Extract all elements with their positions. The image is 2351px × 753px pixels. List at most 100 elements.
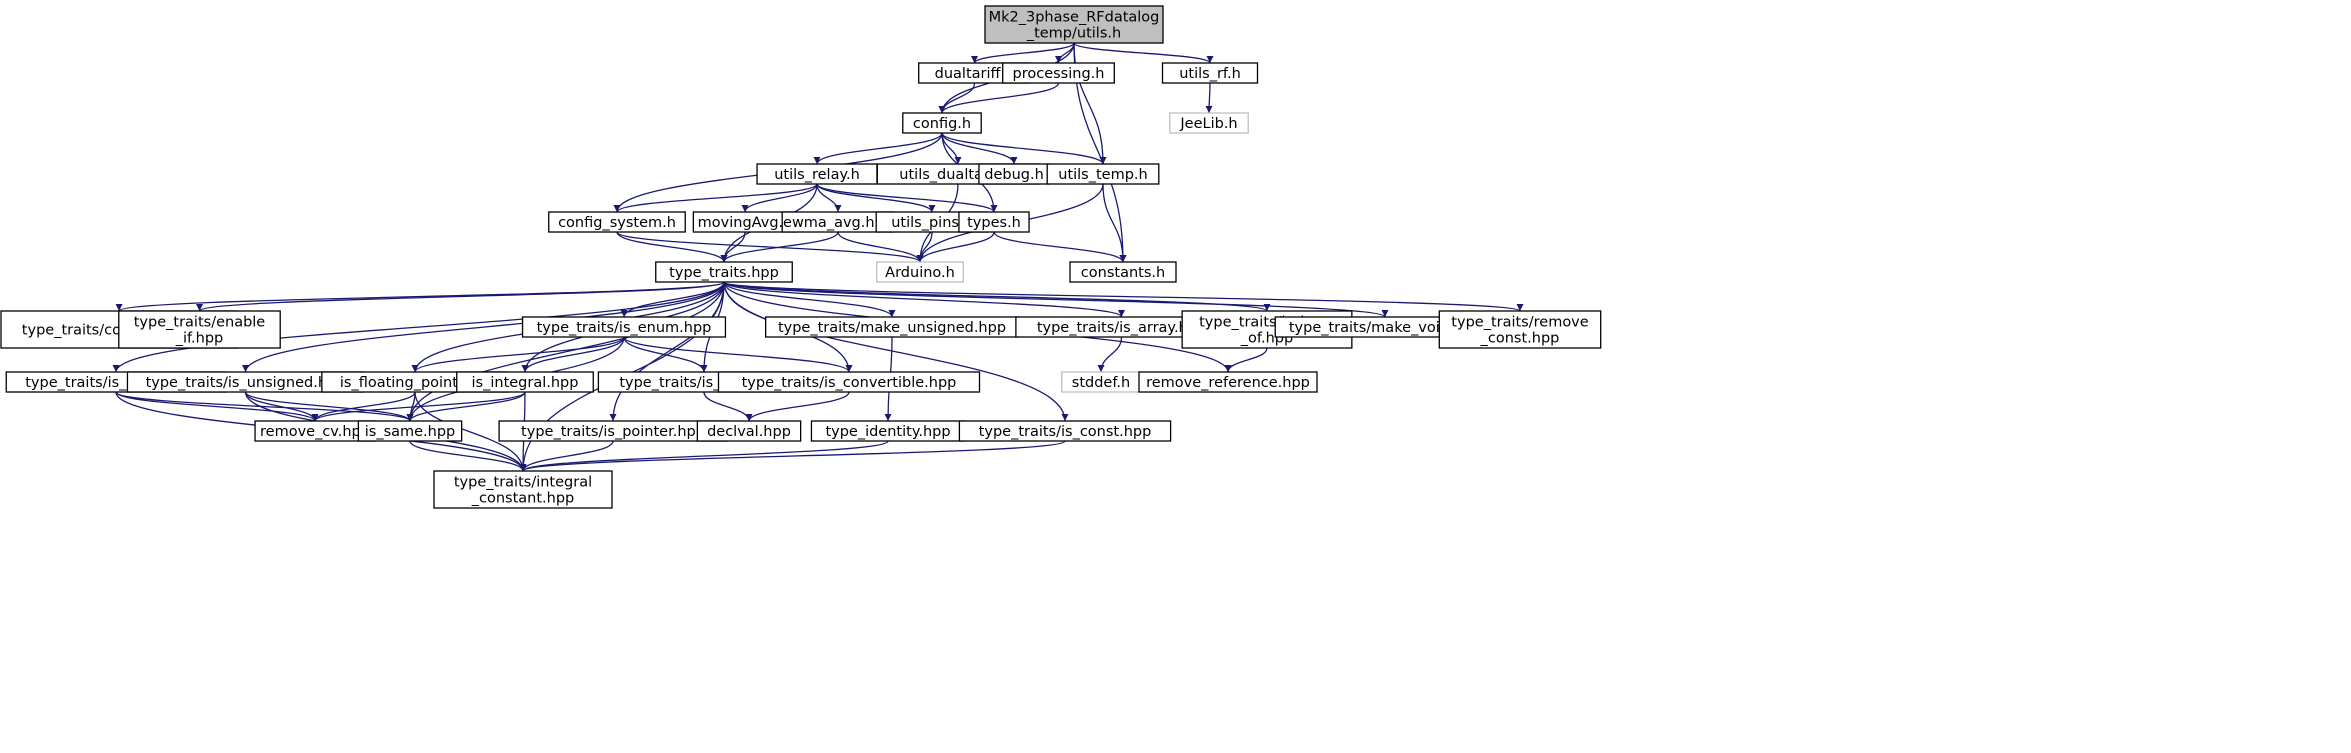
node-integral-constant[interactable]: type_traits/integral_constant.hpp bbox=[433, 470, 613, 509]
node-is-array[interactable]: type_traits/is_array.hpp bbox=[1015, 316, 1228, 338]
node-stddef[interactable]: stddef.h bbox=[1061, 371, 1141, 393]
node-remove-const[interactable]: type_traits/remove_const.hpp bbox=[1438, 310, 1602, 349]
node-remove-cv[interactable]: remove_cv.hpp bbox=[254, 420, 376, 442]
edge-utils-relay-to-types bbox=[816, 183, 998, 213]
node-label: type_traits/remove bbox=[1451, 315, 1588, 331]
node-is-integral[interactable]: is_integral.hpp bbox=[456, 371, 594, 393]
node-label: ewma_avg.hpp bbox=[783, 215, 893, 231]
node-label: type_traits/make_void.hpp bbox=[1289, 320, 1481, 336]
node-label: _temp/utils.h bbox=[1026, 26, 1121, 42]
node-is-unsigned[interactable]: type_traits/is_unsigned.hpp bbox=[126, 371, 365, 393]
node-label: type_traits/integral bbox=[454, 475, 592, 491]
node-label: type_traits/is_array.hpp bbox=[1037, 320, 1206, 336]
node-box bbox=[655, 261, 793, 283]
edge-types-to-constants bbox=[993, 231, 1127, 263]
node-label: type_traits/is_pointer.hpp bbox=[521, 424, 705, 440]
node-box bbox=[1046, 163, 1160, 185]
edge-is-enum-to-is-convertible bbox=[623, 336, 853, 373]
node-label: movingAvg.h bbox=[698, 215, 793, 231]
node-box bbox=[1138, 371, 1318, 393]
node-box bbox=[433, 470, 613, 509]
node-box bbox=[118, 310, 281, 349]
node-label: Arduino.h bbox=[885, 265, 955, 281]
node-label: _const.hpp bbox=[1480, 331, 1560, 347]
node-is-convertible[interactable]: type_traits/is_convertible.hpp bbox=[717, 371, 981, 393]
node-make-unsigned[interactable]: type_traits/make_unsigned.hpp bbox=[765, 316, 1020, 338]
edges-layer bbox=[112, 42, 1524, 472]
node-types[interactable]: types.h bbox=[958, 211, 1030, 233]
node-movingavg[interactable]: movingAvg.h bbox=[692, 211, 798, 233]
node-utils-rf[interactable]: utils_rf.h bbox=[1161, 62, 1259, 84]
edge-types-to-arduino bbox=[916, 231, 995, 263]
nodes-layer: Mk2_3phase_RFdatalog_temp/utils.hdualtar… bbox=[0, 5, 1602, 509]
edge-type-traits-to-is-base-of bbox=[723, 281, 1271, 312]
node-label: remove_reference.hpp bbox=[1146, 375, 1310, 391]
node-label: utils_rf.h bbox=[1179, 66, 1241, 82]
edge-utils-temp-to-constants bbox=[1102, 183, 1127, 263]
node-debug[interactable]: debug.h bbox=[978, 163, 1050, 185]
node-arduino[interactable]: Arduino.h bbox=[876, 261, 965, 283]
edge-utils-rf-to-jeelib bbox=[1205, 82, 1213, 114]
edge-config-system-to-arduino bbox=[616, 231, 924, 263]
edge-is-signed-to-remove-cv bbox=[115, 391, 319, 422]
node-label: types.h bbox=[967, 215, 1021, 231]
edge-is-unsigned-to-is-same bbox=[244, 391, 414, 422]
edge-type-traits-to-is-unsigned bbox=[242, 281, 725, 373]
node-utils-relay[interactable]: utils_relay.h bbox=[756, 163, 878, 185]
edge-root-to-utils-temp bbox=[1073, 42, 1107, 165]
node-is-enum[interactable]: type_traits/is_enum.hpp bbox=[521, 316, 727, 338]
node-label: utils_temp.h bbox=[1058, 167, 1147, 183]
edge-type-identity-to-integral-constant bbox=[519, 440, 889, 472]
node-declval[interactable]: declval.hpp bbox=[696, 420, 802, 442]
node-box bbox=[521, 316, 727, 338]
node-label: config_system.h bbox=[558, 215, 676, 231]
edge-type-traits-to-is-signed bbox=[112, 281, 725, 373]
node-label: processing.h bbox=[1013, 66, 1105, 82]
edge-type-traits-to-enable-if bbox=[196, 281, 725, 312]
node-box bbox=[958, 211, 1030, 233]
node-box bbox=[984, 5, 1164, 44]
node-is-const[interactable]: type_traits/is_const.hpp bbox=[958, 420, 1172, 442]
edge-processing-to-config bbox=[938, 82, 1060, 114]
node-remove-reference[interactable]: remove_reference.hpp bbox=[1138, 371, 1318, 393]
node-constants[interactable]: constants.h bbox=[1069, 261, 1177, 283]
node-enable-if[interactable]: type_traits/enable_if.hpp bbox=[118, 310, 281, 349]
node-type-identity[interactable]: type_identity.hpp bbox=[810, 420, 966, 442]
edge-is-convertible-to-declval bbox=[745, 391, 850, 422]
node-box bbox=[717, 371, 981, 393]
edge-is-array-to-stddef bbox=[1097, 336, 1123, 373]
edge-type-traits-to-is-array bbox=[723, 281, 1125, 318]
node-jeelib[interactable]: JeeLib.h bbox=[1169, 112, 1249, 134]
node-is-same[interactable]: is_same.hpp bbox=[357, 420, 463, 442]
edge-is-enum-to-is-class bbox=[623, 336, 708, 373]
edge-is-enum-to-is-floating-point bbox=[411, 336, 625, 373]
node-label: Mk2_3phase_RFdatalog bbox=[989, 10, 1160, 26]
node-processing[interactable]: processing.h bbox=[1002, 62, 1115, 84]
node-label: type_identity.hpp bbox=[825, 424, 950, 440]
node-config-system[interactable]: config_system.h bbox=[548, 211, 686, 233]
node-box bbox=[958, 420, 1172, 442]
node-label: type_traits/is_convertible.hpp bbox=[742, 375, 957, 391]
edge-is-floating-point-to-integral-constant bbox=[414, 391, 527, 472]
edge-config-to-utils-relay bbox=[813, 132, 943, 165]
edge-utils-relay-to-ewma bbox=[816, 183, 842, 213]
node-label: utils_relay.h bbox=[774, 167, 860, 183]
node-utils-temp[interactable]: utils_temp.h bbox=[1046, 163, 1160, 185]
node-type-traits[interactable]: type_traits.hpp bbox=[655, 261, 793, 283]
node-label: type_traits/make_unsigned.hpp bbox=[778, 320, 1006, 336]
node-config[interactable]: config.h bbox=[902, 112, 982, 134]
node-root[interactable]: Mk2_3phase_RFdatalog_temp/utils.h bbox=[984, 5, 1164, 44]
edge-is-integral-to-is-same bbox=[406, 391, 526, 422]
edge-root-to-utils-rf bbox=[1073, 42, 1214, 64]
node-is-pointer[interactable]: type_traits/is_pointer.hpp bbox=[498, 420, 728, 442]
edge-type-traits-to-remove-const bbox=[723, 281, 1524, 312]
node-label: stddef.h bbox=[1072, 375, 1130, 391]
edge-ewma-to-type-traits bbox=[720, 231, 839, 263]
node-label: utils_pins.h bbox=[891, 215, 973, 231]
edge-config-to-utils-dualtariff bbox=[941, 132, 962, 165]
node-label: type_traits/is_unsigned.hpp bbox=[146, 375, 346, 391]
edge-is-same-to-integral-constant bbox=[409, 440, 527, 472]
edge-is-signed-to-is-same bbox=[115, 391, 414, 422]
node-label: is_same.hpp bbox=[365, 424, 456, 440]
node-box bbox=[357, 420, 463, 442]
